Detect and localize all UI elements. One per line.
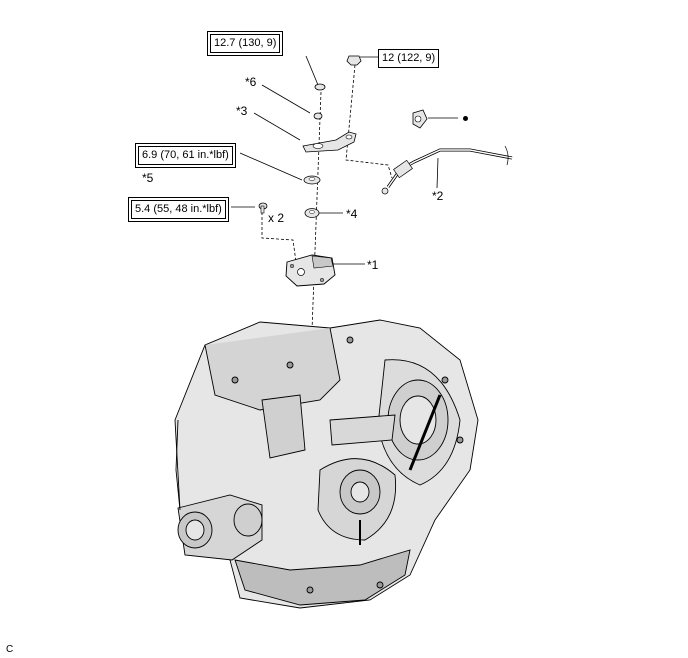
- callout-4: *4: [346, 207, 358, 221]
- torque-spec-washer-nut: 6.9 (70, 61 in.*lbf): [135, 143, 236, 168]
- assembly-lines: [231, 55, 458, 331]
- part-cable-2: [381, 145, 513, 195]
- callout-1: *1: [367, 258, 379, 272]
- part-washer-5: [303, 175, 321, 185]
- quantity-label: x 2: [268, 211, 285, 225]
- torque-spec-switch-bolt: 5.4 (55, 48 in.*lbf): [128, 197, 229, 222]
- callout-2: *2: [432, 189, 444, 203]
- part-switch-1: [285, 254, 336, 287]
- part-clip: [412, 109, 428, 129]
- part-lock-washer-4: [304, 208, 320, 218]
- part-switch-bolt: [258, 202, 268, 214]
- part-bracket-3: [302, 131, 357, 153]
- part-nut-6: [313, 83, 326, 120]
- part-bracket-bolt: [346, 55, 362, 66]
- torque-spec-bracket-bolt: 12 (122, 9): [378, 49, 440, 68]
- figure-corner-label: C: [6, 644, 14, 655]
- callout-5: *5: [142, 171, 154, 185]
- torque-spec-upper-nut: 12.7 (130, 9): [206, 31, 284, 56]
- callout-6: *6: [245, 75, 257, 89]
- transmission-assembly: [174, 319, 479, 609]
- replace-part-marker-icon: [463, 116, 468, 121]
- callout-3: *3: [236, 104, 248, 118]
